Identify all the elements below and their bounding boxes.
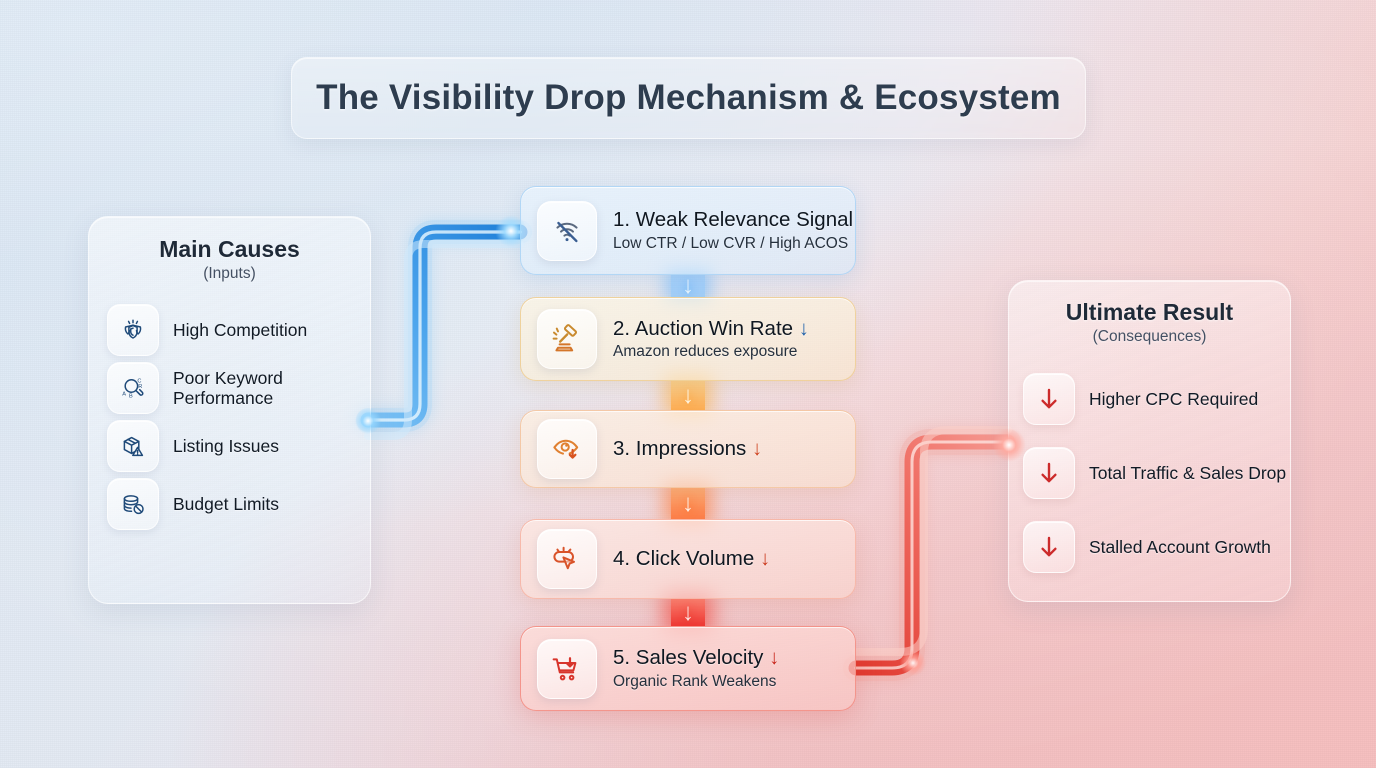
connector-beam (671, 599, 705, 626)
chain-step-3-title: 3. Impressions ↓ (613, 436, 763, 460)
chain-connector-4-5: ↓ (670, 599, 706, 626)
svg-text:B: B (129, 394, 133, 400)
click-cursor-icon (537, 529, 597, 589)
chain-step-3[interactable]: 3. Impressions ↓ (520, 410, 856, 488)
down-arrow-icon: ↓ (682, 381, 694, 409)
down-arrow-icon: ↓ (759, 546, 771, 570)
causes-panel: Main Causes (Inputs) High Competition (88, 216, 371, 604)
chain-step-5-title: 5. Sales Velocity ↓ (613, 646, 780, 670)
chain-step-2-texts: 2. Auction Win Rate ↓ Amazon reduces exp… (613, 317, 809, 362)
arrow-down-icon (1023, 373, 1075, 425)
svg-text:R: R (138, 384, 142, 390)
down-arrow-icon: ↓ (752, 436, 763, 460)
page-title-card: The Visibility Drop Mechanism & Ecosyste… (291, 57, 1086, 139)
arrow-down-icon (1023, 447, 1075, 499)
chain-connector-1-2: ↓ (670, 272, 706, 299)
down-arrow-icon: ↓ (682, 598, 694, 626)
causes-panel-title: Main Causes (159, 236, 300, 262)
chain-step-2[interactable]: 2. Auction Win Rate ↓ Amazon reduces exp… (520, 297, 856, 381)
gavel-icon (537, 309, 597, 369)
list-item[interactable]: Budget Limits (107, 475, 370, 533)
chain-step-2-subtitle: Amazon reduces exposure (613, 343, 798, 361)
connector-beam (671, 275, 705, 297)
eye-down-icon (537, 419, 597, 479)
list-item-label: High Competition (173, 319, 308, 340)
chain-step-1-subtitle: Low CTR / Low CVR / High ACOS (613, 234, 849, 252)
magnifier-keywords-icon: C R A B (107, 362, 159, 414)
list-item-label: Stalled Account Growth (1089, 536, 1271, 557)
chain-step-4[interactable]: 4. Click Volume ↓ (520, 519, 856, 599)
page-title: The Visibility Drop Mechanism & Ecosyste… (316, 78, 1061, 117)
list-item-label: Listing Issues (173, 435, 280, 456)
down-arrow-icon: ↓ (682, 272, 694, 299)
chain-step-4-texts: 4. Click Volume ↓ (613, 547, 770, 572)
shield-wings-icon (107, 304, 159, 356)
connector-beam (671, 381, 705, 410)
list-item[interactable]: C R A B Poor Keyword Performance (107, 359, 370, 417)
cart-down-icon (537, 638, 597, 699)
chain-connector-3-4: ↓ (670, 488, 706, 519)
list-item[interactable]: Higher CPC Required (1023, 362, 1290, 436)
chain-step-5-texts: 5. Sales Velocity ↓ Organic Rank Weakens (613, 646, 779, 691)
chain-step-5-subtitle: Organic Rank Weakens (613, 672, 777, 690)
causes-list: High Competition C R A B Poor Keyword Pe… (89, 301, 370, 533)
list-item[interactable]: Total Traffic & Sales Drop (1023, 436, 1290, 510)
down-arrow-icon: ↓ (769, 646, 780, 670)
results-panel-title: Ultimate Result (1065, 299, 1234, 325)
results-panel-subtitle: (Consequences) (1092, 328, 1207, 345)
wifi-off-icon (537, 200, 597, 261)
results-list: Higher CPC Required Total Traffic & Sale… (1009, 362, 1290, 584)
chain-step-3-texts: 3. Impressions ↓ (613, 437, 762, 462)
list-item-label: Higher CPC Required (1089, 388, 1259, 409)
chain-step-2-title: 2. Auction Win Rate ↓ (613, 316, 809, 340)
results-panel: Ultimate Result (Consequences) Higher CP… (1008, 280, 1291, 602)
chain-step-1-texts: 1. Weak Relevance Signal Low CTR / Low C… (613, 208, 853, 253)
down-arrow-icon: ↓ (798, 316, 809, 340)
list-item-label: Total Traffic & Sales Drop (1089, 462, 1287, 483)
list-item-label: Budget Limits (173, 493, 280, 514)
coins-blocked-icon (107, 478, 159, 530)
box-warning-icon (107, 420, 159, 472)
chain-step-4-title: 4. Click Volume ↓ (613, 546, 771, 570)
connector-beam (671, 488, 705, 519)
svg-text:A: A (122, 391, 126, 397)
down-arrow-icon: ↓ (682, 489, 694, 517)
arrow-down-icon (1023, 521, 1075, 573)
results-panel-header: Ultimate Result (Consequences) (1009, 281, 1290, 346)
list-item[interactable]: Stalled Account Growth (1023, 510, 1290, 584)
causes-panel-subtitle: (Inputs) (203, 265, 256, 282)
list-item[interactable]: Listing Issues (107, 417, 370, 475)
list-item[interactable]: High Competition (107, 301, 370, 359)
svg-text:C: C (137, 379, 141, 385)
chain-step-1-title: 1. Weak Relevance Signal (613, 208, 854, 232)
causes-panel-header: Main Causes (Inputs) (89, 217, 370, 283)
list-item-label: Poor Keyword Performance (173, 367, 283, 408)
chain-connector-2-3: ↓ (670, 381, 706, 410)
chain-step-1[interactable]: 1. Weak Relevance Signal Low CTR / Low C… (520, 186, 856, 275)
chain-step-5[interactable]: 5. Sales Velocity ↓ Organic Rank Weakens (520, 626, 856, 711)
